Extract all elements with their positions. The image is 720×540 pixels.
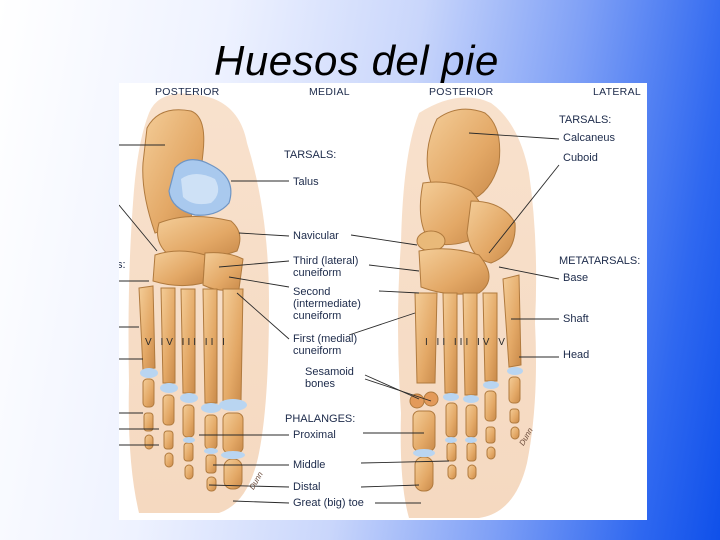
left-foot-drawing — [128, 93, 269, 513]
label-base: Base — [563, 272, 589, 284]
label-proximal: Proximal — [293, 429, 336, 441]
label-talus: Talus — [293, 176, 319, 188]
header-posterior-left: POSTERIOR — [155, 86, 220, 98]
label-head: Head — [563, 349, 590, 361]
label-first-cuneiform-1: First (medial) — [293, 333, 358, 345]
left-edge-fragment: s: — [119, 259, 126, 271]
label-third-cuneiform-1: Third (lateral) — [293, 255, 359, 267]
label-navicular: Navicular — [293, 230, 339, 242]
right-foot-drawing — [398, 97, 537, 518]
leader-lines — [119, 132, 560, 504]
label-distal: Distal — [293, 481, 321, 493]
phalanges-heading: PHALANGES: — [285, 413, 356, 425]
roman-numerals-left: V IV III II I — [145, 337, 228, 348]
header-medial: MEDIAL — [309, 86, 350, 98]
foot-bones-illustration — [119, 93, 560, 518]
header-lateral: LATERAL — [593, 86, 642, 98]
label-first-cuneiform-2: cuneiform — [293, 345, 342, 357]
slide-title: Huesos del pie — [214, 37, 499, 84]
roman-numerals-right: I II III IV V — [425, 337, 508, 348]
label-sesamoid-1: Sesamoid — [305, 366, 354, 378]
label-second-cuneiform-3: cuneiform — [293, 310, 342, 322]
label-second-cuneiform-2: (intermediate) — [293, 298, 361, 310]
label-great-toe: Great (big) toe — [293, 497, 364, 509]
header-posterior-right: POSTERIOR — [429, 86, 494, 98]
label-third-cuneiform-2: cuneiform — [293, 267, 342, 279]
tarsals-heading-right: TARSALS: — [559, 114, 612, 126]
label-cuboid: Cuboid — [563, 152, 598, 164]
label-shaft: Shaft — [563, 313, 589, 325]
foot-bones-figure: POSTERIOR MEDIAL POSTERIOR LATERAL s: TA… — [119, 83, 647, 520]
tarsals-heading-left: TARSALS: — [284, 149, 337, 161]
metatarsals-heading: METATARSALS: — [559, 255, 641, 267]
label-sesamoid-2: bones — [305, 378, 335, 390]
label-middle: Middle — [293, 459, 326, 471]
label-second-cuneiform-1: Second — [293, 286, 331, 298]
label-calcaneus: Calcaneus — [563, 132, 615, 144]
